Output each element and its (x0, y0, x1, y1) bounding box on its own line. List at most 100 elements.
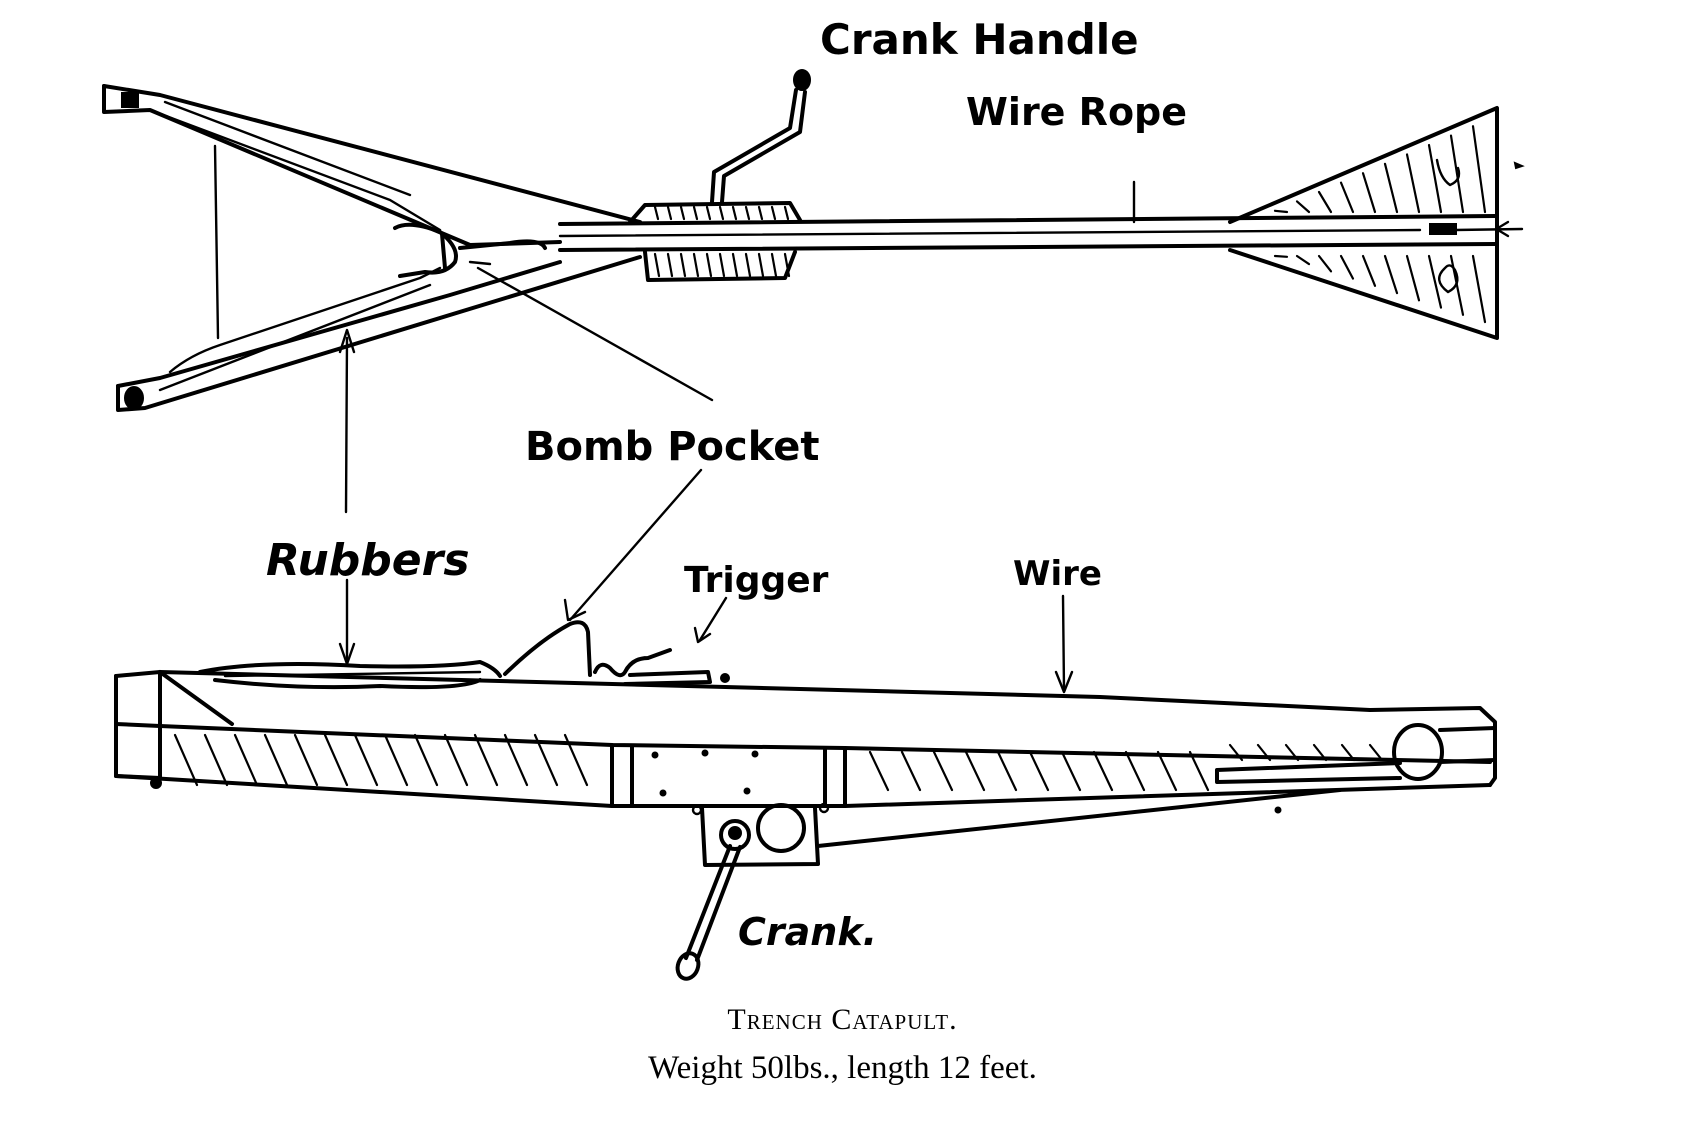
crank-knob (675, 951, 701, 981)
hatch-stroke (1060, 750, 1082, 792)
hatch-stroke (744, 252, 752, 278)
side-right-cap (1215, 706, 1497, 787)
hatch-stroke (563, 733, 589, 787)
bomb-pocket-side (503, 620, 592, 677)
hatch-stroke (1124, 750, 1146, 792)
fork-lower-end-block (124, 386, 144, 410)
label-wire: Wire (1013, 554, 1102, 594)
fork-upper-arm (102, 84, 642, 247)
hatch-stroke (1383, 162, 1399, 214)
fork-lower-arm (116, 255, 642, 412)
hatch-stroke (1273, 254, 1289, 258)
trigger-mechanism (593, 648, 730, 686)
hook-lower (1438, 264, 1459, 294)
hatch-stroke (757, 252, 765, 278)
crank-box (691, 802, 830, 867)
hatch-stroke (1295, 254, 1311, 266)
top-view (102, 69, 1525, 412)
hook-upper (1435, 158, 1461, 187)
hatch-stroke (263, 733, 289, 787)
hatch-stroke (770, 252, 778, 278)
label-trigger: Trigger (684, 560, 829, 601)
hatch-stroke (964, 750, 986, 792)
hatch-stroke (1028, 750, 1050, 792)
hatch-stroke (731, 252, 739, 278)
hatch-stroke (718, 205, 725, 221)
hatch-stroke (1361, 172, 1377, 214)
hatch-stroke (173, 733, 199, 787)
side-left-block (114, 670, 162, 789)
lower-strut (816, 788, 1342, 848)
figure-title: Trench Catapult. (727, 1003, 958, 1036)
hatch-stroke (731, 205, 738, 221)
hatch-stroke (1405, 254, 1421, 302)
rubbers-side (198, 660, 502, 690)
label-crank-handle: Crank Handle (820, 15, 1139, 64)
hatch-stroke (653, 205, 660, 221)
roller (1392, 723, 1444, 781)
hatch-stroke (1427, 254, 1443, 309)
hatch-stroke (1471, 125, 1487, 214)
hatch-stroke (679, 252, 687, 278)
hatch-stroke (1449, 134, 1465, 214)
hatch-stroke (757, 205, 764, 221)
hatch-stroke (1339, 254, 1355, 280)
crank-handle-top (710, 69, 811, 204)
hatch-stroke (1317, 254, 1333, 273)
hatch-stroke (744, 205, 751, 221)
hatch-stroke (1383, 254, 1399, 295)
hatch-stroke (1092, 750, 1114, 792)
hatch-stroke (353, 733, 379, 787)
hatch-stroke (1339, 181, 1355, 214)
slide-bar (1215, 761, 1402, 784)
hatch-stroke (1273, 209, 1289, 214)
hatch-stroke (503, 733, 529, 787)
hatch-stroke (413, 733, 439, 787)
drum-hatch (653, 205, 791, 278)
hatch-stroke (1256, 743, 1272, 762)
fork-upper-end-block (121, 92, 139, 108)
hatch-stroke (868, 750, 890, 792)
winch-drum (628, 201, 802, 282)
hatch-stroke (533, 733, 559, 787)
leader-wire (1061, 594, 1066, 692)
hatch-stroke (1312, 743, 1328, 762)
hatch-stroke (1361, 254, 1377, 287)
hatch-stroke (1368, 743, 1384, 762)
label-crank: Crank. (738, 910, 877, 954)
hatch-stroke (473, 733, 499, 787)
hatch-stroke (383, 733, 409, 787)
crank-handle-knob (793, 69, 811, 91)
hatch-stroke (1295, 200, 1311, 214)
hatch-stroke (996, 750, 1018, 792)
hatch-stroke (783, 252, 791, 278)
hatch-stroke (293, 733, 319, 787)
release-catch (1429, 223, 1457, 235)
crank-gear-large (756, 803, 806, 853)
hatch-stroke (932, 750, 954, 792)
hatch-stroke (705, 252, 713, 278)
hatch-stroke (705, 205, 712, 221)
side-view (114, 620, 1497, 981)
hatch-stroke (1317, 190, 1333, 214)
label-rubbers: Rubbers (266, 535, 470, 586)
hatch-stroke (692, 252, 700, 278)
hatch-stroke (679, 205, 686, 221)
hatch-stroke (666, 205, 673, 221)
hatch-stroke (1471, 254, 1487, 324)
hatch-stroke (233, 733, 259, 787)
rear-base-triangle (1228, 106, 1525, 340)
leader-trigger (698, 596, 728, 642)
hatch-stroke (692, 205, 699, 221)
leader-bomb-pocket-side (568, 468, 703, 622)
hatch-stroke (323, 733, 349, 787)
beam-hatch (173, 733, 1384, 792)
bomb-pocket-top (393, 222, 547, 278)
hatch-stroke (1284, 743, 1300, 762)
hatch-stroke (1188, 750, 1210, 792)
hatch-stroke (443, 733, 469, 787)
shaft (558, 214, 1497, 252)
labels: Crank Handle Wire Rope Bomb Pocket Rubbe… (266, 15, 1187, 954)
hatch-stroke (1340, 743, 1356, 762)
